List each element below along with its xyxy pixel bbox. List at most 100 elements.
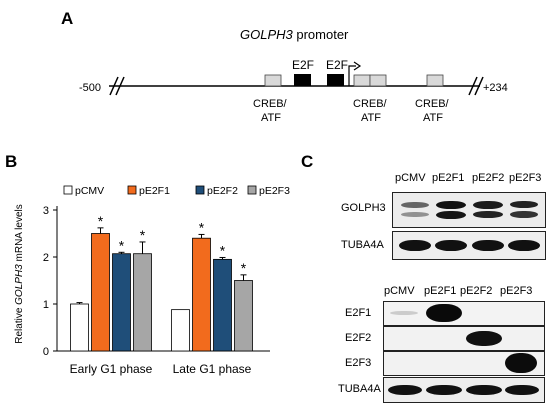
- band-tuba4a2-pcmv: [388, 385, 422, 395]
- bar: [91, 233, 110, 352]
- band-tuba4a1-pe2f2: [472, 240, 504, 251]
- bar: [70, 303, 89, 352]
- blot2-row-label-e2f2: E2F2: [345, 332, 372, 344]
- band-tuba4a2-pe2f1: [426, 385, 462, 395]
- band-tuba4a1-pe2f1: [435, 240, 467, 251]
- legend-swatch: [195, 185, 205, 195]
- e2f-label-2: E2F: [326, 58, 348, 72]
- creb-label-1-line2: ATF: [261, 112, 281, 124]
- significance-marker: *: [140, 227, 146, 243]
- legend-swatch: [127, 185, 137, 195]
- band-e2f1-pcmv: [390, 311, 418, 315]
- creb-label-2-line2: ATF: [361, 112, 381, 124]
- band-e2f3-pe2f3: [505, 353, 537, 373]
- break-mark-right-2: [474, 76, 484, 96]
- break-mark-left-1: [109, 76, 119, 96]
- blot-e2f1: [383, 301, 545, 326]
- x-category-label: Early G1 phase: [70, 362, 153, 376]
- blot2-row-label-e2f1: E2F1: [345, 307, 372, 319]
- blot1-lane-label-pe2f1: pE2F1: [432, 172, 465, 184]
- panel-c-letter: C: [301, 152, 313, 171]
- blot1-row-label-golph3: GOLPH3: [341, 202, 386, 214]
- band-e2f1-pe2f1: [426, 304, 462, 322]
- band-tuba4a1-pcmv: [399, 240, 431, 251]
- coord-right: +234: [483, 82, 508, 94]
- significance-marker: *: [241, 260, 247, 276]
- e2f-label-1: E2F: [292, 58, 314, 72]
- band-tuba4a2-pe2f3: [505, 385, 539, 395]
- creb-site-2b: [369, 74, 387, 87]
- band-golph3-pe2f1-upper: [436, 201, 466, 209]
- y-tick-label: 3: [43, 205, 49, 217]
- y-tick-label: 1: [43, 299, 49, 311]
- band-golph3-pe2f2-lower: [473, 211, 503, 218]
- panel-a-letter: A: [61, 9, 73, 28]
- y-axis-title-suffix: mRNA levels: [14, 204, 25, 264]
- band-golph3-pe2f2-upper: [473, 201, 503, 209]
- panel-b-letter: B: [5, 152, 17, 171]
- blot-tuba4a-1: [392, 231, 546, 260]
- blot2-lane-label-pcmv: pCMV: [384, 285, 415, 297]
- promoter-title-rest: promoter: [293, 27, 349, 42]
- significance-marker: *: [119, 237, 125, 253]
- legend-label: pCMV: [75, 185, 104, 197]
- creb-label-2-line1: CREB/: [353, 98, 388, 110]
- band-tuba4a1-pe2f3: [508, 240, 540, 251]
- y-axis-title-prefix: Relative: [14, 305, 25, 344]
- legend-swatch: [63, 185, 73, 195]
- bar: [213, 258, 232, 352]
- tss-arrowhead: [353, 61, 362, 71]
- band-golph3-pcmv-upper: [401, 202, 429, 208]
- legend-swatch: [247, 185, 257, 195]
- creb-label-3-line2: ATF: [423, 112, 443, 124]
- blot2-row-label-tuba4a: TUBA4A: [338, 383, 381, 395]
- blot-tuba4a-2: [383, 377, 545, 403]
- y-tick-label: 0: [43, 346, 49, 358]
- e2f-site-2: [327, 74, 344, 86]
- coord-left: -500: [79, 82, 101, 94]
- bar: [133, 253, 152, 352]
- bar: [192, 237, 211, 352]
- band-golph3-pe2f3-lower: [510, 211, 538, 218]
- tss-arrow: [348, 65, 356, 86]
- band-tuba4a2-pe2f2: [466, 385, 502, 395]
- blot1-lane-label-pe2f2: pE2F2: [472, 172, 505, 184]
- blot-e2f2: [383, 326, 545, 351]
- break-mark-right-1: [468, 76, 478, 96]
- blot1-lane-label-pcmv: pCMV: [395, 172, 426, 184]
- significance-marker: *: [220, 242, 226, 258]
- bar: [112, 253, 131, 352]
- blot2-lane-label-pe2f3: pE2F3: [500, 285, 533, 297]
- blot-golph3: [392, 192, 546, 228]
- significance-marker: *: [199, 219, 205, 235]
- blot-e2f3: [383, 351, 545, 376]
- legend-label: pE2F3: [259, 185, 290, 197]
- blot2-lane-label-pe2f1: pE2F1: [424, 285, 457, 297]
- break-mark-left-2: [115, 76, 125, 96]
- creb-label-3-line1: CREB/: [415, 98, 450, 110]
- y-tick-label: 2: [43, 252, 49, 264]
- creb-site-2a: [353, 74, 371, 87]
- blot1-lane-label-pe2f3: pE2F3: [509, 172, 542, 184]
- blot2-lane-label-pe2f2: pE2F2: [460, 285, 493, 297]
- e2f-site-1: [294, 74, 311, 86]
- blot2-row-label-e2f3: E2F3: [345, 357, 372, 369]
- y-axis-title: Relative GOLPH3 mRNA levels: [14, 204, 25, 344]
- promoter-title: GOLPH3 promoter: [240, 27, 349, 42]
- creb-site-1: [264, 74, 282, 87]
- band-e2f2-pe2f2: [466, 331, 502, 346]
- creb-label-1-line1: CREB/: [253, 98, 288, 110]
- legend-label: pE2F1: [139, 185, 170, 197]
- band-golph3-pe2f1-lower: [436, 211, 466, 219]
- x-category-label: Late G1 phase: [173, 362, 252, 376]
- promoter-title-gene: GOLPH3: [240, 27, 294, 42]
- bar: [234, 280, 253, 352]
- band-golph3-pe2f3-upper: [510, 201, 538, 208]
- bar: [171, 309, 190, 352]
- bar-chart: 0 1 2 3 * * * Early G1 phase * * * Late G1 phase pCM…: [43, 185, 290, 376]
- significance-marker: *: [98, 213, 104, 229]
- y-axis-title-gene: GOLPH3: [14, 264, 25, 305]
- band-golph3-pcmv-lower: [401, 212, 429, 217]
- legend-label: pE2F2: [207, 185, 238, 197]
